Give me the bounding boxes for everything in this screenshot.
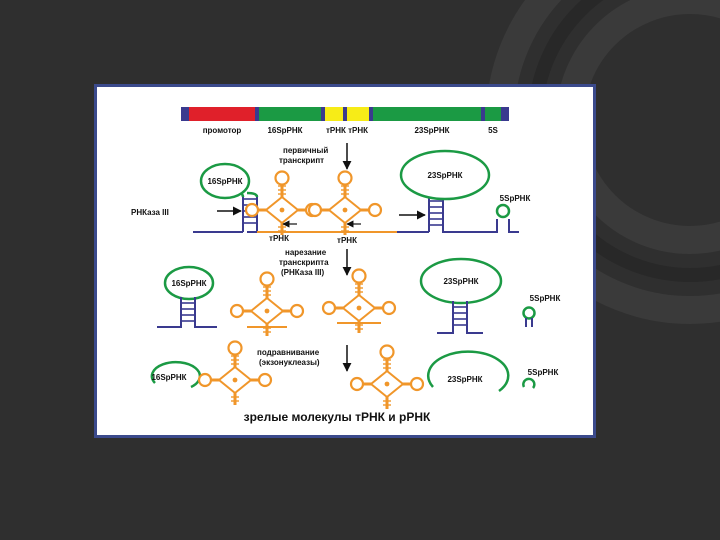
segment-spacer xyxy=(343,107,347,121)
row1-trna-right xyxy=(307,170,383,237)
row3-trna-right xyxy=(349,344,425,411)
row1-label-trna-left: тРНК xyxy=(269,234,289,243)
row2-loop-5s xyxy=(522,306,536,320)
row1-label-rnase: РНКаза III xyxy=(131,208,169,217)
step1-label-line1: первичный xyxy=(283,146,328,155)
row1-label-5s: 5SрРНК xyxy=(500,194,531,203)
segment-23s xyxy=(373,107,481,121)
row2-label-5s: 5SрРНК xyxy=(530,294,561,303)
row1-label-23s: 23SрРНК xyxy=(427,171,462,180)
row2-label-23s: 23SрРНК xyxy=(443,277,478,286)
gene-map xyxy=(181,107,509,121)
row1-primary-transcript xyxy=(193,149,519,237)
diagram-frame: промотор 16SрРНК тРНК тРНК 23SрРНК 5S пе… xyxy=(94,84,596,438)
row1-loop-16s xyxy=(199,162,251,200)
label-23s: 23SрРНК xyxy=(414,126,449,135)
segment-spacer xyxy=(255,107,259,121)
segment-5s xyxy=(485,107,501,121)
row3-label-16s: 16SрРНК xyxy=(151,373,186,382)
step2-label-line2: транскрипта xyxy=(279,258,329,267)
step1-label-line2: транскрипт xyxy=(279,156,324,165)
segment-promoter xyxy=(189,107,255,121)
label-promoter: промотор xyxy=(203,126,242,135)
label-16s: 16SрРНК xyxy=(267,126,302,135)
segment-trna-2 xyxy=(347,107,369,121)
row1-label-16s: 16SрРНК xyxy=(207,177,242,186)
row3-label-23s: 23SрРНК xyxy=(447,375,482,384)
row3-loop-5s xyxy=(522,377,536,389)
row2-label-16s: 16SрРНК xyxy=(171,279,206,288)
row3-mature-molecules xyxy=(150,340,536,411)
step2-label-line3: (РНКаза III) xyxy=(281,268,325,277)
segment-end xyxy=(501,107,509,121)
step3-label-line2: (экзонуклеазы) xyxy=(259,358,320,367)
row2-loop-16s xyxy=(163,265,215,301)
segment-spacer xyxy=(321,107,325,121)
row1-loop-23s xyxy=(399,149,491,201)
rrna-processing-diagram: промотор 16SрРНК тРНК тРНК 23SрРНК 5S пе… xyxy=(131,107,561,424)
label-5s: 5S xyxy=(488,126,498,135)
row2-loop-23s xyxy=(419,257,503,305)
segment-spacer xyxy=(481,107,485,121)
segment-trna-1 xyxy=(325,107,343,121)
label-trna-pair: тРНК тРНК xyxy=(326,126,368,135)
row2-cut-products xyxy=(157,257,536,338)
segment-start xyxy=(181,107,189,121)
row3-loop-23s xyxy=(427,350,510,393)
row3-label-5s: 5SрРНК xyxy=(528,368,559,377)
row1-loop-5s xyxy=(495,203,511,219)
row1-label-trna-right: тРНК xyxy=(337,236,357,245)
segment-16s xyxy=(259,107,321,121)
footer-caption: зрелые молекулы тРНК и рРНК xyxy=(244,410,431,424)
step2-label-line1: нарезание xyxy=(285,248,327,257)
segment-spacer xyxy=(369,107,373,121)
step3-label-line1: подравнивание xyxy=(257,348,320,357)
